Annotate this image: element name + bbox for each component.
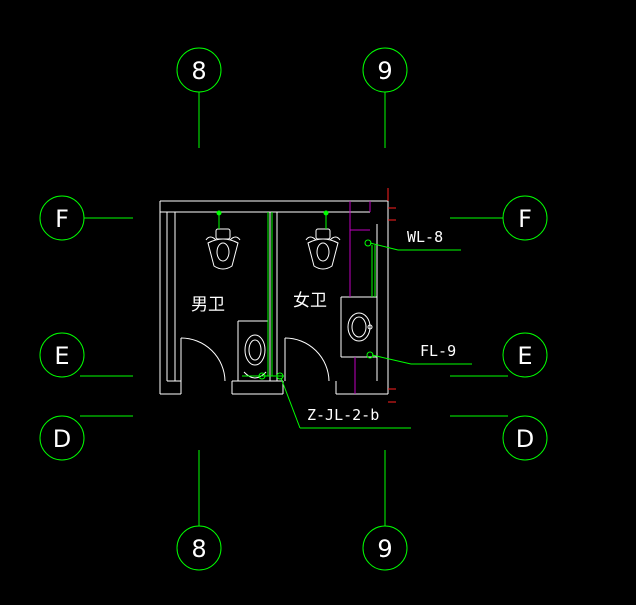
squat-toilet-womens[interactable] [305, 228, 341, 270]
grid-axis-E-left[interactable]: E [39, 332, 133, 378]
mop-sink[interactable] [243, 334, 267, 379]
leader-wl8 [369, 242, 461, 251]
grid-axis-F-left[interactable]: F [39, 195, 133, 241]
leader-zjl2b [280, 377, 411, 429]
grid-label-E-left: E [54, 342, 69, 370]
grid-label-E-right: E [517, 342, 532, 370]
grid-axis-9-bottom[interactable]: 9 [362, 450, 408, 571]
grid-label-F-left: F [55, 205, 69, 233]
pipe-tag-fl9[interactable]: FL-9 [420, 342, 456, 360]
grid-label-9-bottom: 9 [377, 535, 392, 563]
pipe-tag-wl8[interactable]: WL-8 [407, 228, 443, 246]
grid-label-8-top: 8 [191, 57, 206, 85]
pipe-shaft [349, 201, 371, 394]
grid-label-D-left: D [53, 425, 71, 453]
grid-axis-F-right[interactable]: F [450, 195, 548, 241]
grid-axis-D-left[interactable]: D [39, 415, 133, 461]
grid-axis-9-top[interactable]: 9 [362, 47, 408, 148]
wall-markers [387, 188, 396, 403]
grid-label-D-right: D [516, 425, 534, 453]
door-womens [284, 337, 330, 382]
leader-fl9 [371, 354, 472, 365]
walls [159, 200, 389, 395]
squat-toilet-mens[interactable] [205, 228, 241, 270]
pipe-tag-zjl2b[interactable]: Z-JL-2-b [307, 406, 379, 424]
grid-axis-8-bottom[interactable]: 8 [176, 450, 222, 571]
grid-axis-8-top[interactable]: 8 [176, 47, 222, 148]
grid-axis-D-right[interactable]: D [450, 415, 548, 461]
wash-basin[interactable] [347, 312, 373, 342]
grid-axis-E-right[interactable]: E [450, 332, 548, 378]
room-label-womens: 女卫 [293, 291, 327, 311]
room-label-mens: 男卫 [191, 295, 225, 315]
grid-label-8-bottom: 8 [191, 535, 206, 563]
grid-label-F-right: F [518, 205, 532, 233]
door-mens [180, 337, 226, 382]
grid-label-9-top: 9 [377, 57, 392, 85]
plumbing-pipes [216, 210, 376, 380]
